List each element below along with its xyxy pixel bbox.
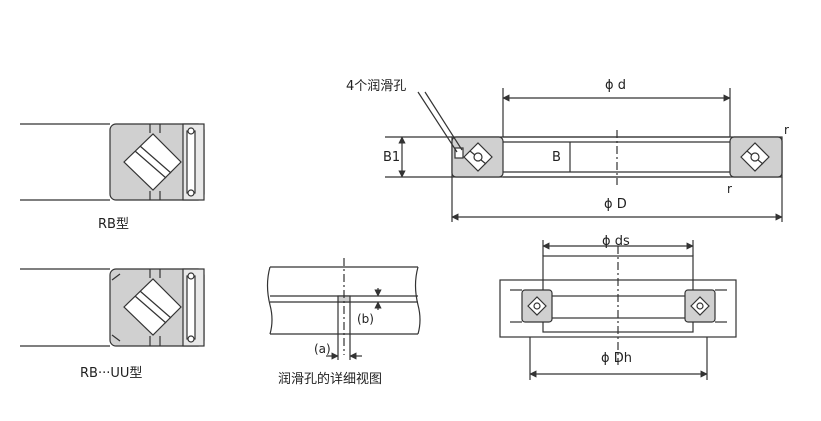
- main-bearing-view: [385, 88, 783, 222]
- radius-r-bottom-label: r: [727, 182, 732, 196]
- lube-hole-detail-label: 润滑孔的详细视图: [278, 372, 383, 387]
- rb-type-label: RB型: [98, 217, 129, 232]
- rb-type-section: [20, 123, 205, 201]
- dim-ds-label: ϕ ds: [602, 234, 630, 249]
- dim-b-label: (b): [357, 312, 374, 326]
- radius-r-top-label: r: [784, 123, 789, 137]
- dim-Dh-label: ϕ Dh: [601, 351, 632, 366]
- lube-hole-detail: [266, 258, 421, 360]
- dim-D-label: ϕ D: [604, 197, 627, 212]
- four-lube-holes-label: 4个润滑孔: [346, 79, 407, 94]
- dim-B-label: B: [552, 150, 561, 165]
- rb-uu-type-section: [20, 268, 205, 347]
- dim-a-label: (a): [314, 342, 331, 356]
- mounting-view: [499, 240, 737, 380]
- rb-uu-type-label: RB···UU型: [80, 366, 143, 381]
- dim-B1-label: B1: [383, 150, 401, 165]
- dim-d-label: ϕ d: [605, 78, 626, 93]
